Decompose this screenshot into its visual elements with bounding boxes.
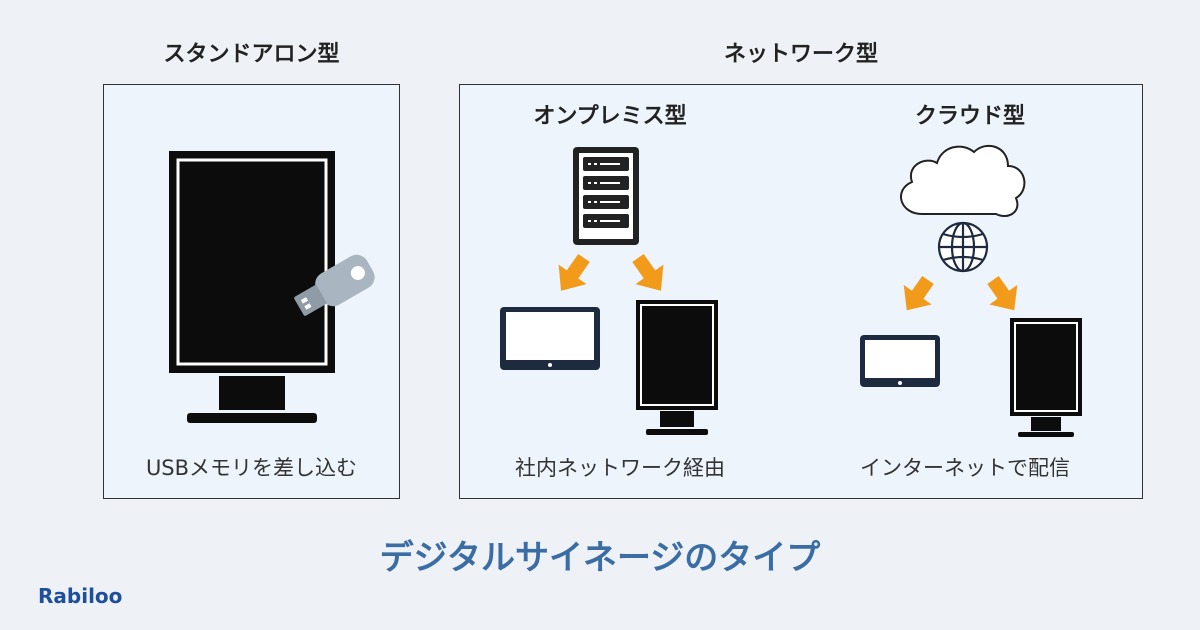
- server-icon: [573, 147, 639, 245]
- standalone-title: スタンドアロン型: [163, 42, 340, 67]
- standalone-monitor-icon: [169, 151, 335, 423]
- usb-stick-icon: [294, 254, 375, 316]
- rabiloo-logo: Rabiloo: [38, 584, 123, 608]
- globe-icon: [937, 221, 989, 273]
- arrow-down-left-icon: [903, 275, 934, 311]
- network-title: ネットワーク型: [723, 42, 878, 67]
- cloud-caption: インターネットで配信: [860, 456, 1070, 480]
- onpremise-tablet-icon: [500, 307, 600, 370]
- arrow-down-right-icon: [987, 275, 1018, 311]
- cloud-arrows: [903, 275, 1018, 311]
- arrow-down-right-icon: [632, 253, 664, 291]
- onpremise-caption: 社内ネットワーク経由: [515, 456, 725, 480]
- onpremise-title: オンプレミス型: [533, 104, 687, 129]
- cloud-icon: [900, 144, 1026, 217]
- main-title: デジタルサイネージのタイプ: [379, 538, 821, 578]
- onpremise-arrows: [558, 253, 664, 291]
- cloud-title: クラウド型: [914, 104, 1025, 129]
- cloud-signage-icon: [1010, 318, 1082, 437]
- cloud-tablet-icon: [860, 335, 940, 387]
- onpremise-signage-icon: [636, 300, 718, 435]
- arrow-down-left-icon: [558, 253, 590, 291]
- standalone-caption: USBメモリを差し込む: [145, 456, 358, 480]
